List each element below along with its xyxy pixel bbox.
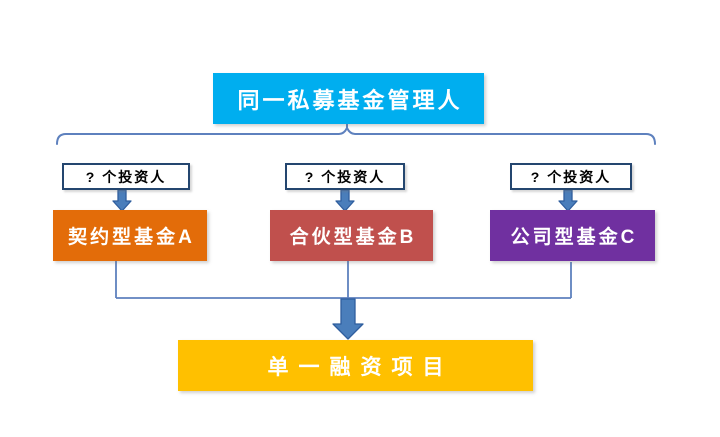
merge-arrow	[332, 298, 364, 340]
fund-merge-lines	[115, 261, 572, 301]
investor-label-c-text: ? 个投资人	[530, 168, 612, 185]
investor-label-b-text: ? 个投资人	[304, 168, 386, 185]
investor-label-c: ? 个投资人	[510, 163, 632, 190]
fund-box-a-label: 契约型基金A	[68, 227, 195, 248]
investor-label-b: ? 个投资人	[285, 163, 405, 190]
investor-label-a-text: ? 个投资人	[85, 168, 167, 185]
investor-arrow-a	[112, 189, 132, 212]
fund-box-b-label: 合伙型基金B	[289, 227, 417, 248]
investor-arrow-c	[558, 189, 578, 212]
fund-box-c-label: 公司型基金C	[510, 227, 638, 248]
fund-box-b: 合伙型基金B	[270, 210, 433, 261]
investor-label-a: ? 个投资人	[62, 163, 190, 190]
manager-box-label: 同一私募基金管理人	[237, 87, 463, 113]
brace-connector	[56, 123, 656, 145]
fund-box-a: 契约型基金A	[53, 210, 207, 261]
fund-box-c: 公司型基金C	[490, 210, 655, 261]
manager-box: 同一私募基金管理人	[213, 73, 484, 124]
project-box-label: 单一融资项目	[267, 355, 454, 379]
project-box: 单一融资项目	[178, 340, 533, 391]
investor-arrow-b	[335, 189, 355, 212]
